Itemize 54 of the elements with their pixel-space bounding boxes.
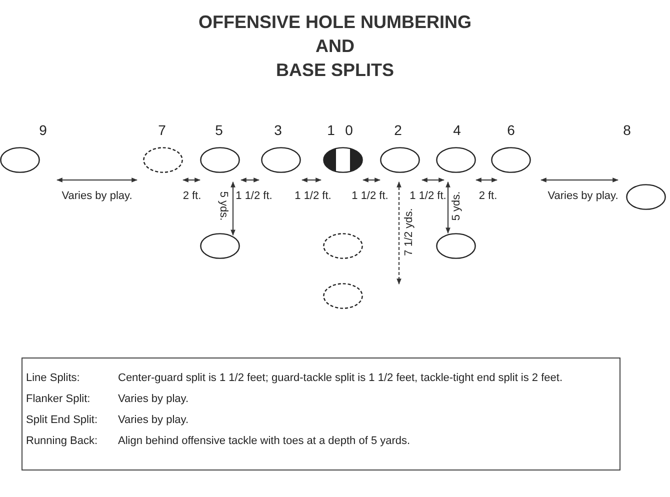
- dashed-ellipse: [323, 233, 363, 259]
- row-heading: Running Back:: [26, 435, 98, 447]
- split-arrow: [362, 178, 381, 182]
- split-arrow: [475, 178, 498, 182]
- edge-label: 1 1/2 ft.: [410, 190, 446, 202]
- split-arrow: [421, 178, 445, 182]
- edge-label: 1 1/2 ft.: [236, 190, 272, 202]
- edge-label: Varies by play.: [62, 190, 132, 202]
- hole-number: 7: [158, 122, 166, 138]
- hole-number: 2: [394, 122, 402, 138]
- player-ellipse: [436, 233, 476, 259]
- split-arrow: [182, 178, 201, 182]
- hole-number: 0: [345, 122, 353, 138]
- dashed-ellipse: [323, 283, 363, 309]
- split-arrow: [230, 181, 236, 236]
- split-arrow: [301, 178, 322, 182]
- edge-label: 1 1/2 ft.: [294, 190, 332, 202]
- hole-number: 6: [507, 122, 515, 138]
- player-ellipse: [436, 147, 476, 173]
- edge-label: 2 ft.: [182, 190, 202, 202]
- hole-number: 9: [39, 122, 47, 138]
- edge-label: 2 ft.: [478, 190, 498, 202]
- player-ellipse: [261, 147, 301, 173]
- hole-number: 8: [623, 122, 631, 138]
- diagram-title: OFFENSIVE HOLE NUMBERING AND BASE SPLITS: [197, 11, 472, 82]
- split-arrow: [56, 178, 138, 182]
- hole-number: 5: [215, 122, 223, 138]
- player-ellipse: [491, 147, 531, 173]
- edge-label: 5 yds.: [451, 191, 463, 221]
- hole-number: 1: [327, 122, 335, 138]
- split-arrow: [240, 178, 260, 182]
- row-heading: Line Splits:: [26, 372, 80, 384]
- player-ellipse: [380, 147, 420, 173]
- row-heading: Flanker Split:: [26, 393, 90, 405]
- row-heading: Split End Split:: [26, 414, 98, 426]
- hole-number: 4: [453, 122, 461, 138]
- dashed-ellipse: [143, 147, 183, 173]
- edge-label: 1 1/2 ft.: [352, 190, 388, 202]
- row-text: Align behind offensive tackle with toes at a depth of 5 yards.: [118, 435, 410, 447]
- edge-label: Varies by play.: [548, 190, 618, 202]
- row-text: Varies by play.: [118, 393, 189, 405]
- player-ellipse: [200, 233, 240, 259]
- hole-number: 3: [274, 122, 282, 138]
- split-arrow: [540, 178, 619, 182]
- edge-label: 7 1/2 yds.: [403, 208, 415, 256]
- player-ellipse: [0, 147, 40, 173]
- split-arrow: [446, 181, 450, 234]
- edge-label: 5 yds.: [218, 191, 230, 221]
- split-arrow: [396, 181, 402, 285]
- row-text: Varies by play.: [118, 414, 189, 426]
- player-ellipse: [626, 184, 666, 210]
- center-player-ellipse: [323, 147, 363, 173]
- player-ellipse: [200, 147, 240, 173]
- row-text: Center-guard split is 1 1/2 feet; guard-tackle split is 1 1/2 feet, tackle-tight end split is 2 feet.: [118, 372, 563, 384]
